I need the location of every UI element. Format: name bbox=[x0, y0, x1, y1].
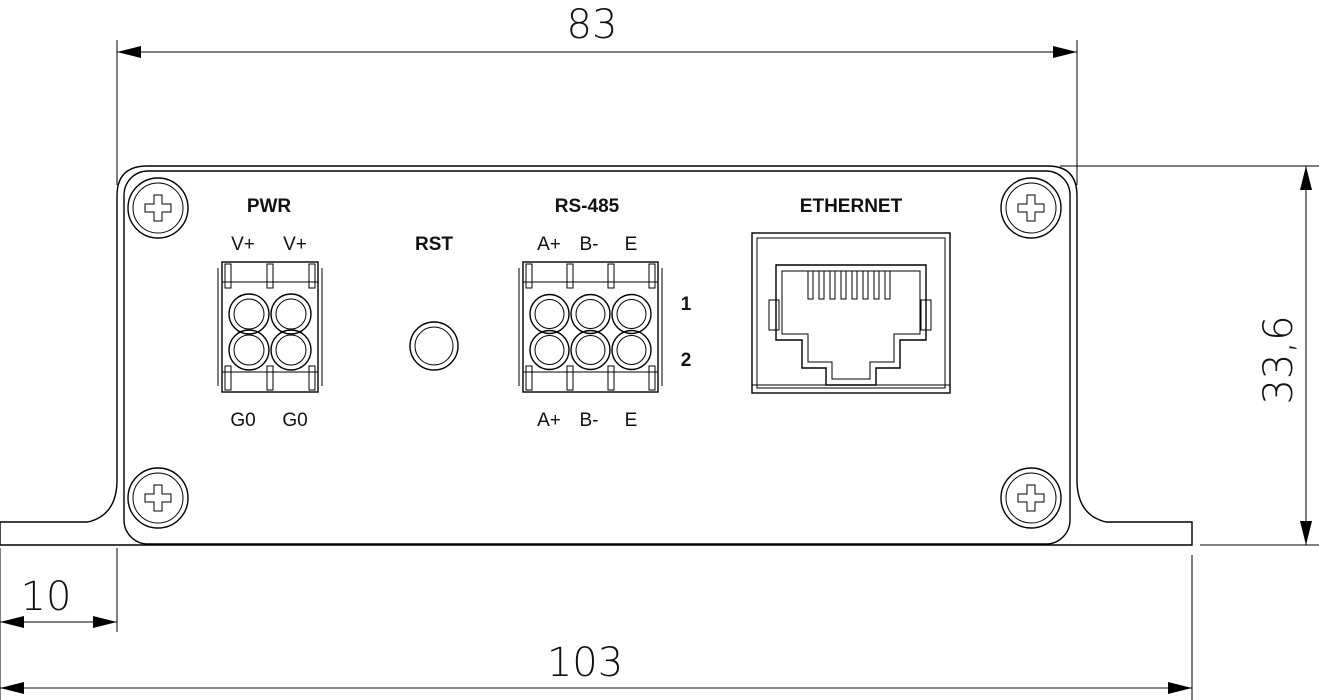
reset-button: RST bbox=[409, 234, 459, 371]
dimension-33-6-label: 33,6 bbox=[1256, 315, 1302, 404]
screw-icon bbox=[1000, 177, 1062, 239]
dimension-right-height: 33,6 bbox=[1060, 165, 1319, 546]
screw-icon bbox=[127, 467, 189, 529]
rst-title: RST bbox=[415, 234, 453, 255]
mounting-screws bbox=[127, 177, 1062, 529]
rs485-top-label-3: E bbox=[625, 234, 638, 255]
rs485-terminal-block bbox=[518, 261, 663, 393]
rs485-bottom-label-2: B- bbox=[580, 410, 599, 431]
ethernet-pins bbox=[807, 270, 891, 300]
rs485-row-label-1: 1 bbox=[681, 294, 692, 315]
terminal-hole bbox=[228, 293, 270, 335]
pwr-connector: PWR V+ V+ G0 G0 bbox=[217, 196, 323, 431]
pwr-top-label-2: V+ bbox=[283, 234, 307, 255]
terminal-hole bbox=[529, 329, 570, 371]
dimension-103-label: 103 bbox=[547, 640, 623, 686]
terminal-hole bbox=[611, 293, 652, 335]
rs485-bottom-label-1: A+ bbox=[537, 410, 561, 431]
terminal-hole bbox=[570, 293, 611, 335]
reset-hole bbox=[409, 321, 459, 371]
screw-icon bbox=[1000, 467, 1062, 529]
dimension-ear-offset: 10 bbox=[0, 548, 118, 700]
terminal-hole bbox=[529, 293, 570, 335]
ethernet-title: ETHERNET bbox=[800, 196, 903, 217]
rs485-top-label-1: A+ bbox=[537, 234, 561, 255]
enclosure-outline bbox=[0, 165, 1193, 546]
dimension-top-width: 83 bbox=[116, 2, 1078, 185]
ethernet-port: ETHERNET bbox=[751, 196, 951, 394]
dimension-total-width: 103 bbox=[0, 555, 1193, 700]
pwr-bottom-label-2: G0 bbox=[282, 410, 307, 431]
screw-icon bbox=[127, 177, 189, 239]
pwr-bottom-label-1: G0 bbox=[230, 410, 255, 431]
terminal-hole bbox=[570, 329, 611, 371]
terminal-hole bbox=[228, 329, 270, 371]
pwr-terminal-block bbox=[217, 261, 323, 393]
rs485-title: RS-485 bbox=[555, 196, 620, 217]
rs485-top-label-2: B- bbox=[580, 234, 599, 255]
pwr-top-label-1: V+ bbox=[231, 234, 255, 255]
terminal-hole bbox=[270, 329, 312, 371]
dimension-83-label: 83 bbox=[567, 2, 618, 48]
dimension-10-label: 10 bbox=[21, 574, 72, 620]
rs485-row-label-2: 2 bbox=[681, 350, 692, 371]
terminal-hole bbox=[611, 329, 652, 371]
pwr-title: PWR bbox=[247, 196, 292, 217]
terminal-hole bbox=[270, 293, 312, 335]
rs485-bottom-label-3: E bbox=[625, 410, 638, 431]
rs485-connector: RS-485 A+ B- E A+ B- E 1 2 bbox=[518, 196, 692, 431]
